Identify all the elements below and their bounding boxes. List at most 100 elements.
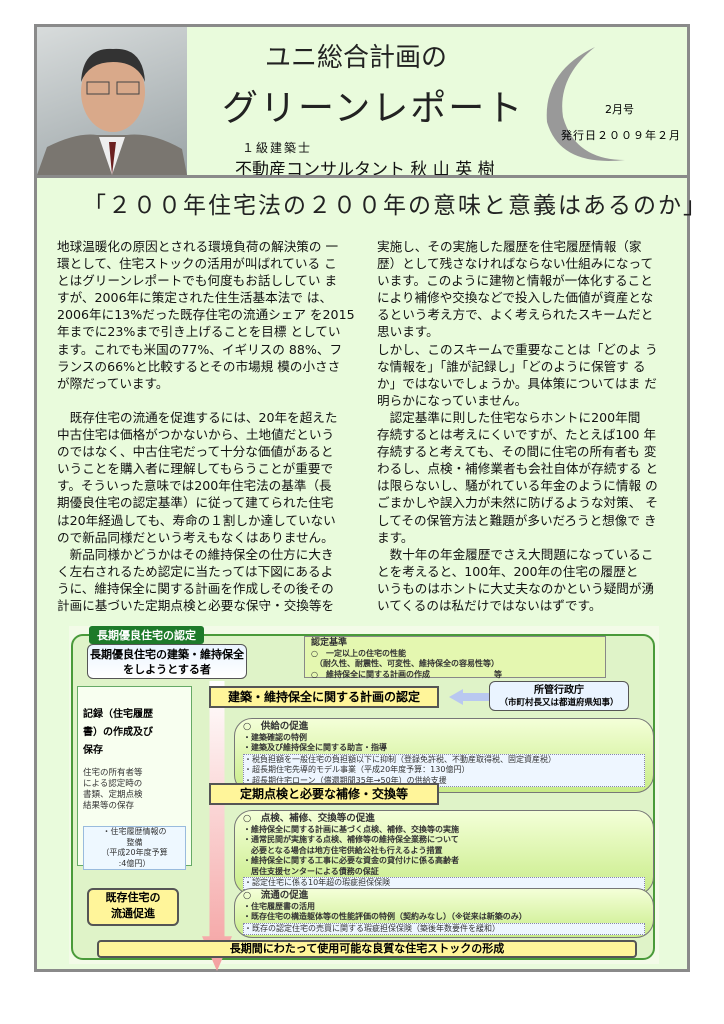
text-line: 中古住宅は価格がつかないから、土地値だという xyxy=(57,427,335,443)
text-line xyxy=(57,392,355,409)
text-line: が際だっています。 xyxy=(57,375,169,391)
left-arrow xyxy=(449,689,489,705)
distribution-title: ○ 流通の促進 xyxy=(243,890,309,901)
text-line: 環として、住宅ストックの活用が叫ばれている こ xyxy=(57,256,337,272)
applicant-line: をしようとする者 xyxy=(123,663,211,676)
repair-line: ・維持保全に関する計画に基づく点検、補修、交換等の実施 xyxy=(243,824,459,834)
record-note: による認定時の xyxy=(83,779,143,789)
text-line: います。このように建物と情報が一体化すること xyxy=(377,273,653,289)
applicant-box: 長期優良住宅の建築・維持保全をしようとする者 xyxy=(87,644,247,679)
housing-certification-diagram: 長期優良住宅の認定 長期優良住宅の建築・維持保全をしようとする者 認定基準○ 一… xyxy=(69,626,659,971)
supply-box-line: ・税負担額を一般住宅の負担額以下に抑制（登録免許税、不動産取得税、固定資産税） xyxy=(244,754,556,764)
text-line: すが、2006年に策定された住生活基本法で は、 xyxy=(57,290,333,306)
text-line: は20年経過しても、寿命の１割しか達していない xyxy=(57,512,336,528)
text-line: ごまかしや誤入力が未然に防げるような対策、 そ xyxy=(377,495,658,511)
budget-line: :4億円） xyxy=(118,858,151,868)
record-line: 書）の作成及び xyxy=(83,727,153,738)
supply-line: ・建築確認の特例 xyxy=(243,732,307,742)
repair-line: ・維持保全に関する工事に必要な資金の貸付けに係る高齢者 xyxy=(243,856,459,865)
text-line: く左右されるため認定に当たっては下図にあるよ xyxy=(57,563,334,579)
issue-date: 発行日２００９年２月 xyxy=(561,129,681,142)
text-line: 実施し、その実施した履歴を住宅履歴情報（家 xyxy=(377,239,642,254)
repair-line: 居住支援センターによる債務の保証 xyxy=(243,866,379,876)
author-photo xyxy=(37,27,187,175)
text-line: とを考えると、100年、200年の住宅の履歴と xyxy=(377,563,639,579)
authority-box: 所管行政庁（市町村長又は都道府県知事） xyxy=(489,681,629,711)
text-line: のではなく、中古住宅だって十分な価値があると xyxy=(57,444,334,460)
text-line: わるし、点検・補修業者も会社自体が存続する と xyxy=(377,461,659,477)
distribution-line: ・既存住宅の構造躯体等の性能評価の特例（契約みなし）（※従来は新築のみ） xyxy=(243,912,527,921)
supply-box-line: ・超長期住宅先導的モデル事業（平成20年度予算：130億円） xyxy=(244,765,470,774)
text-line: るという考え方で、よく考えられたスキームだと xyxy=(377,307,654,323)
text-line: ます。これでも米国の77%、イギリスの 88%、フ xyxy=(57,341,343,357)
text-line: 計画に基づいた定期点検と必要な保守・交換等を xyxy=(57,597,335,613)
text-line: 2006年に13%だった既存住宅の流通シェア を2015 xyxy=(57,307,355,323)
existing-line: 既存住宅の xyxy=(105,891,161,904)
text-line: 期優良住宅の認定基準）に従って建てられた住宅 xyxy=(57,495,334,511)
supply-title: ○ 供給の促進 xyxy=(243,721,309,732)
plan-certification: 建築・維持保全に関する計画の認定 xyxy=(209,686,439,708)
criteria-line: ○ 維持保全に関する計画の作成 等 xyxy=(311,669,502,679)
person-image xyxy=(37,48,187,175)
article-title: 「２００年住宅法の２００年の意味と意義はあるのか」 xyxy=(83,193,708,219)
text-line: ので新品同様だという考えもなくはありません。 xyxy=(57,529,334,545)
text-line: いうことを購入者に理解してもらうことが重要で xyxy=(57,461,334,477)
record-note: 結果等の保存 xyxy=(83,801,135,811)
text-line: 新品同様かどうかはその維持保全の仕方に大き xyxy=(57,546,334,562)
criteria-title: 認定基準 xyxy=(311,638,348,648)
text-line: しかし、このスキームで重要なことは「どのよ う xyxy=(377,341,658,357)
report-title: グリーンレポート xyxy=(222,88,525,129)
text-line: 認定基準に則した住宅ならホントに200年間 xyxy=(377,409,641,425)
record-panel: 記録（住宅履歴書）の作成及び保存 住宅の所有者等による認定時の書類、定期点検結果… xyxy=(77,686,192,870)
text-line: 存続すると考えても、その間に住宅の所有者も 変 xyxy=(377,444,657,460)
text-line: 思います。 xyxy=(377,324,439,340)
record-note: 住宅の所有者等 xyxy=(83,768,143,778)
diagram-tab: 長期優良住宅の認定 xyxy=(89,626,204,644)
issue-label: 2月号 xyxy=(605,103,634,116)
repair-title: ○ 点検、補修、交換等の促進 xyxy=(243,813,375,824)
text-line: してその保管方法と難題が多いだろうと想像で き xyxy=(377,512,657,528)
supply-line: ・建築及び維持保全に関する助言・指導 xyxy=(243,743,387,752)
supply-box-line: ・超長期住宅ローン（償還期間35年→50年）の供給支援 xyxy=(244,775,447,785)
text-line: な情報を」「誰が記録し」「どのように保管す る xyxy=(377,358,646,374)
right-column: 実施し、その実施した履歴を住宅履歴情報（家歴）として残さなければならない仕組みに… xyxy=(377,238,658,614)
text-line: により補修や交換などで投入した価値が資産とな xyxy=(377,290,654,306)
goal-box: 長期間にわたって使用可能な良質な住宅ストックの形成 xyxy=(97,940,637,958)
text-line: 地球温暖化の原因とされる環境負荷の解決策の 一 xyxy=(57,239,339,254)
text-line: 明らかになっていません。 xyxy=(377,392,528,408)
record-line: 記録（住宅履歴 xyxy=(83,709,153,720)
text-line: 歴）として残さなければならない仕組みになって xyxy=(377,256,654,272)
crescent-moon-icon xyxy=(546,47,625,161)
header: ユニ総合計画の グリーンレポート １級建築士 不動産コンサルタント 秋 山 英 … xyxy=(34,24,690,180)
text-line: 既存住宅の流通を促進するには、20年を超えた xyxy=(57,409,338,425)
text-line: ます。 xyxy=(377,529,414,545)
text-line: いてくるのは私だけではないはずです。 xyxy=(377,597,602,613)
text-line: は限らないし、騒がれている年金のように情報 の xyxy=(377,478,658,494)
record-line: 保存 xyxy=(83,745,103,756)
text-line: 年までに23%まで引き上げることを目標 としてい xyxy=(57,324,341,340)
budget-line: （平成20年度予算 xyxy=(101,848,168,857)
article-body: 「２００年住宅法の２００年の意味と意義はあるのか」 地球温暖化の原因とされる環境… xyxy=(34,175,706,972)
record-note: 書類、定期点検 xyxy=(83,790,143,800)
distribution-line: ・住宅履歴書の活用 xyxy=(243,901,315,911)
distribution-box: ・既存の認定住宅の売買に関する瑕疵担保保険（築後年数要件を緩和） xyxy=(243,922,645,935)
budget-line: 整備 xyxy=(126,837,143,847)
criteria-line: ○ 一定以上の住宅の性能 xyxy=(311,648,406,658)
qualification: １級建築士 xyxy=(242,141,313,155)
authority-sub: （市町村長又は都道府県知事） xyxy=(499,698,619,708)
text-line: 存続するとは考えにくいですが、たとえば100 年 xyxy=(377,427,657,443)
applicant-line: 長期優良住宅の建築・維持保全 xyxy=(90,648,244,661)
text-line: か」ではないでしょうか。具体策についてはま だ xyxy=(377,375,657,391)
existing-housing-box: 既存住宅の流通促進 xyxy=(87,888,179,926)
repair-bubble: ○ 点検、補修、交換等の促進・維持保全に関する計画に基づく点検、補修、交換等の実… xyxy=(234,810,654,895)
inspection-box: 定期点検と必要な補修・交換等 xyxy=(209,783,439,805)
text-line: いうものはホントに大丈夫なのかという疑問が湧 xyxy=(377,580,655,596)
criteria-box: 認定基準○ 一定以上の住宅の性能 （耐久性、耐震性、可変性、維持保全の容易性等）… xyxy=(304,636,606,679)
criteria-line: （耐久性、耐震性、可変性、維持保全の容易性等） xyxy=(311,659,499,668)
text-line: うに、維持保全に関する計画を作成しその後その xyxy=(57,580,334,596)
text-line: とはグリーンレポートでも何度もお話ししてい ま xyxy=(57,273,338,289)
supply-bubble: ○ 供給の促進・建築確認の特例・建築及び維持保全に関する助言・指導・税負担額を一… xyxy=(234,718,654,793)
distribution-bubble: ○ 流通の促進・住宅履歴書の活用・既存住宅の構造躯体等の性能評価の特例（契約みな… xyxy=(234,888,654,938)
text-line: す。そういった意味では200年住宅法の基準（長 xyxy=(57,478,332,494)
